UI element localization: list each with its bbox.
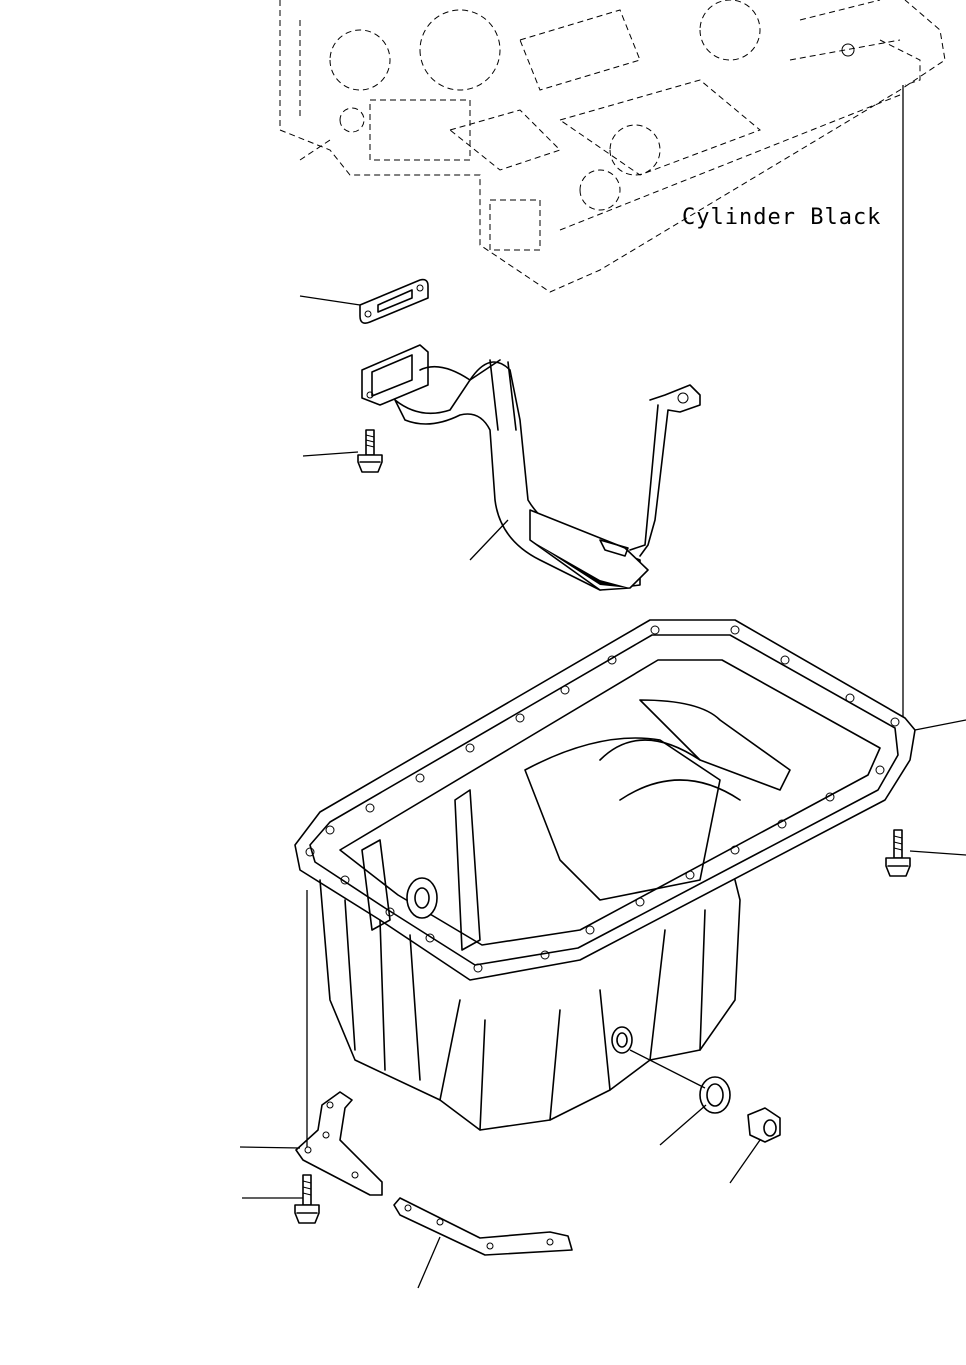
leader-bolt-oil-pan xyxy=(909,850,966,856)
drain-plug xyxy=(747,1107,781,1143)
leader-gasket xyxy=(299,295,361,306)
bolt-rear-plate xyxy=(294,1174,320,1224)
leader-rear-plate-right xyxy=(417,1236,441,1289)
drain-plug-gasket xyxy=(699,1076,731,1114)
strainer-gasket xyxy=(359,278,429,324)
rear-plate-right xyxy=(393,1197,573,1256)
leader-bolt-strainer xyxy=(302,451,359,457)
cylinder-block-label: Cylinder Black xyxy=(682,205,881,230)
leader-drain-plug xyxy=(729,1139,761,1184)
bolt-oil-pan xyxy=(885,829,911,877)
rear-plate-left xyxy=(295,1091,383,1196)
leader-rear-plate-left xyxy=(239,1146,301,1149)
leader-oil-pan xyxy=(914,719,966,731)
bolt-strainer xyxy=(357,429,383,473)
alignment-drain xyxy=(629,1049,706,1089)
oil-pan xyxy=(294,619,916,1131)
pan-bolt-holes xyxy=(305,625,900,973)
cylinder-block xyxy=(279,0,946,293)
oil-strainer-pipe xyxy=(361,344,701,591)
leader-strainer xyxy=(469,519,509,561)
leader-drain-gasket xyxy=(659,1104,707,1146)
